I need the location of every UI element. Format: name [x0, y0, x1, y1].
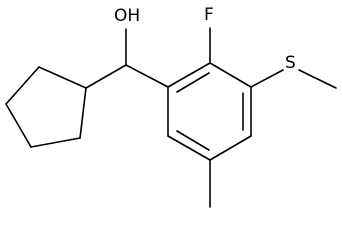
ring-bond — [167, 62, 211, 88]
cyclopentyl-ring — [5, 66, 87, 148]
chemical-structure-diagram: OH F S — [5, 5, 337, 208]
hydroxyl-label: OH — [114, 6, 140, 26]
ring-bond — [5, 103, 32, 148]
ring-bond — [209, 62, 252, 88]
ring-bond — [167, 135, 211, 161]
fluorine-label: F — [204, 5, 214, 25]
ring-double-bond — [176, 72, 210, 93]
ring-bond — [79, 87, 87, 139]
ring-bond — [38, 66, 87, 89]
ring-bond — [30, 137, 81, 148]
ring-double-bond — [176, 130, 210, 151]
ring-bond — [209, 135, 252, 161]
ring-bond — [5, 66, 40, 105]
sulfur-methyl-bond — [298, 69, 337, 89]
benzene-ring — [167, 62, 252, 161]
carbinol-aryl-bond — [125, 64, 169, 88]
carbon-sulfur-bond — [250, 69, 284, 88]
cyclopentyl-carbinol-bond — [85, 64, 127, 89]
sulfur-label: S — [285, 53, 296, 73]
